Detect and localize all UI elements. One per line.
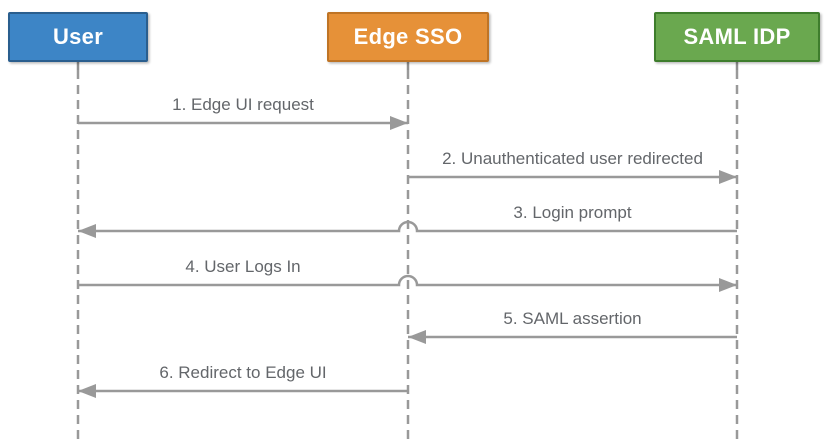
message-arrow-3 (78, 220, 737, 238)
message-label-2: 2. Unauthenticated user redirected (442, 149, 703, 168)
message-label-3: 3. Login prompt (513, 203, 632, 222)
message-label-4: 4. User Logs In (185, 257, 301, 276)
actor-label-user: User (52, 24, 104, 49)
actor-label-edge-sso: Edge SSO (353, 24, 463, 49)
message-label-5: 5. SAML assertion (503, 309, 642, 328)
actor-box-saml-idp: SAML IDP (654, 12, 820, 62)
actor-box-edge-sso: Edge SSO (327, 12, 489, 62)
actor-label-saml-idp: SAML IDP (683, 24, 791, 49)
message-label-1: 1. Edge UI request (172, 95, 314, 114)
actor-box-user: User (8, 12, 148, 62)
message-label-6: 6. Redirect to Edge UI (159, 363, 327, 382)
message-arrow-4 (78, 274, 737, 292)
